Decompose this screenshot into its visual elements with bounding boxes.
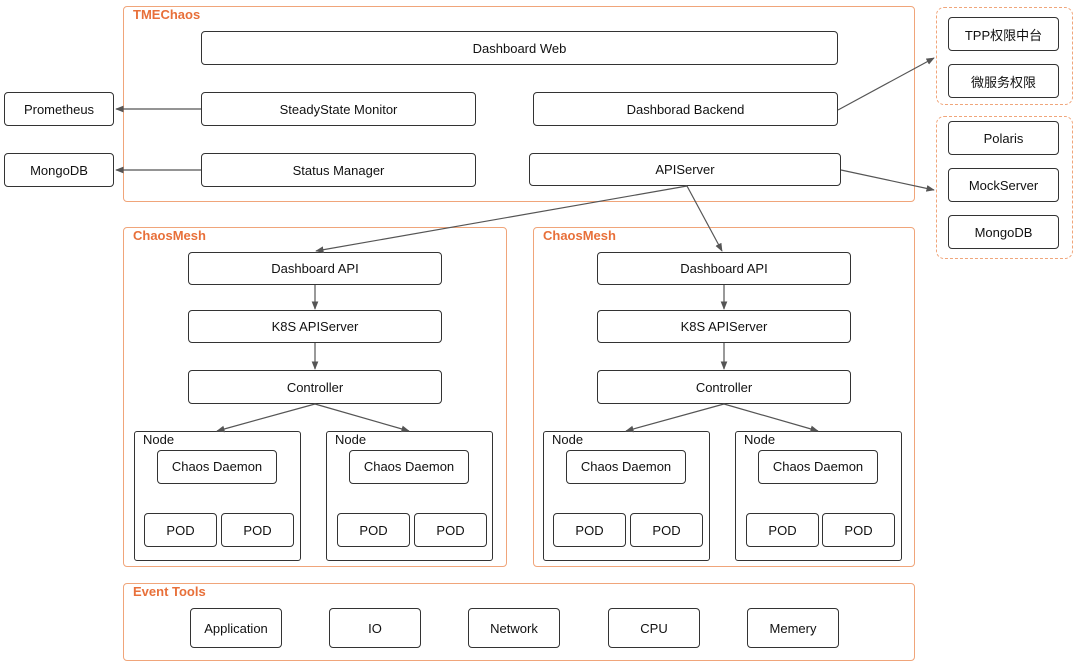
dashboard-api-box: Dashboard API <box>188 252 442 285</box>
dashboard-api-box: Dashboard API <box>597 252 851 285</box>
arrow-left-controller-to-node2 <box>314 403 410 433</box>
chaosmesh-right-title: ChaosMesh <box>543 228 616 243</box>
tmechaos-title: TMEChaos <box>133 7 201 22</box>
arrow-right-controller-to-node2 <box>723 403 819 433</box>
node-label: Node <box>143 432 175 447</box>
pod-box: POD <box>144 513 217 547</box>
arrow-right-controller-to-node1 <box>625 403 725 433</box>
mockserver-box: MockServer <box>948 168 1059 202</box>
pod-box: POD <box>553 513 626 547</box>
pod-box: POD <box>746 513 819 547</box>
arrow-backend-to-auth <box>837 57 935 111</box>
node-label: Node <box>335 432 367 447</box>
event-tool-memory: Memery <box>747 608 839 648</box>
event-tool-io: IO <box>329 608 421 648</box>
chaos-daemon-box: Chaos Daemon <box>349 450 469 484</box>
service-group-frame <box>936 116 1073 259</box>
pod-box: POD <box>822 513 895 547</box>
polaris-box: Polaris <box>948 121 1059 155</box>
chaosmesh-left-frame <box>123 227 507 567</box>
prometheus-box: Prometheus <box>4 92 114 126</box>
pod-box: POD <box>337 513 410 547</box>
apiserver-box: APIServer <box>529 153 841 186</box>
chaos-daemon-box: Chaos Daemon <box>758 450 878 484</box>
chaosmesh-left-title: ChaosMesh <box>133 228 206 243</box>
arrow-apiserver-to-right-dashboard <box>686 185 723 252</box>
steadystate-monitor-box: SteadyState Monitor <box>201 92 476 126</box>
controller-box: Controller <box>597 370 851 404</box>
status-manager-box: Status Manager <box>201 153 476 187</box>
arrow-apiserver-to-services <box>840 169 935 192</box>
event-tools-title: Event Tools <box>133 584 206 599</box>
arrow-apiserver-to-left-dashboard <box>315 185 688 254</box>
event-tool-application: Application <box>190 608 282 648</box>
event-tool-cpu: CPU <box>608 608 700 648</box>
k8s-apiserver-box: K8S APIServer <box>597 310 851 343</box>
service-mongodb-box: MongoDB <box>948 215 1059 249</box>
auth-group-frame <box>936 7 1073 105</box>
tpp-auth-box: TPP权限中台 <box>948 17 1059 51</box>
arrow-left-controller-to-node1 <box>216 403 316 433</box>
event-tool-network: Network <box>468 608 560 648</box>
mongodb-box: MongoDB <box>4 153 114 187</box>
k8s-apiserver-box: K8S APIServer <box>188 310 442 343</box>
dashboard-web-box: Dashboard Web <box>201 31 838 65</box>
pod-box: POD <box>414 513 487 547</box>
node-label: Node <box>744 432 776 447</box>
controller-box: Controller <box>188 370 442 404</box>
pod-box: POD <box>630 513 703 547</box>
chaos-daemon-box: Chaos Daemon <box>566 450 686 484</box>
event-tools-frame <box>123 583 915 661</box>
chaos-daemon-box: Chaos Daemon <box>157 450 277 484</box>
microservice-auth-box: 微服务权限 <box>948 64 1059 98</box>
pod-box: POD <box>221 513 294 547</box>
node-label: Node <box>552 432 584 447</box>
chaosmesh-right-frame <box>533 227 915 567</box>
tmechaos-frame <box>123 6 915 202</box>
dashboard-backend-box: Dashborad Backend <box>533 92 838 126</box>
